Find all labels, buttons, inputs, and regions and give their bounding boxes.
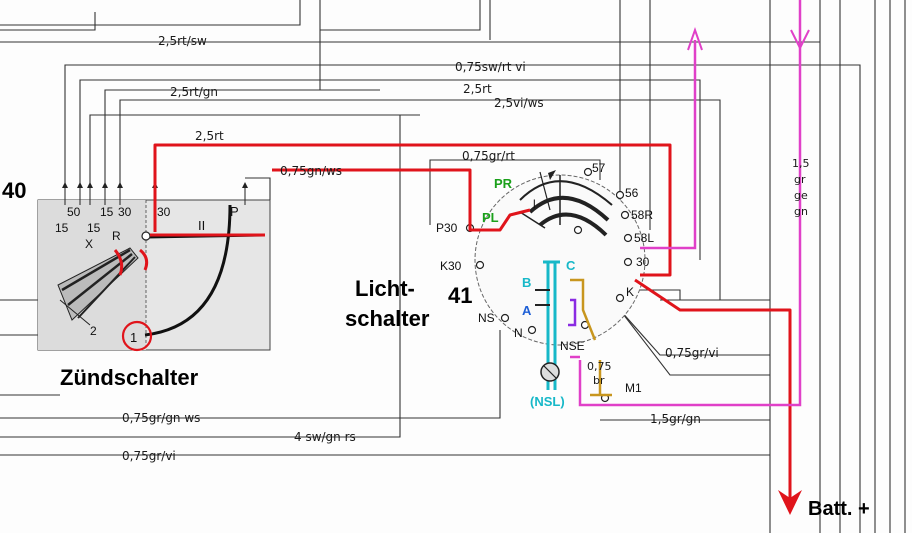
ls-A: A xyxy=(522,303,532,318)
red-circuit xyxy=(113,143,802,515)
ls-t57: 57 xyxy=(592,161,606,175)
ignition-pins xyxy=(64,177,271,205)
ls-tM1: M1 xyxy=(625,381,642,395)
battery-arrow xyxy=(778,490,802,515)
battery-label: Batt. + xyxy=(808,498,870,520)
ls-t58L: 58L xyxy=(634,231,654,245)
light-switch-name-1: Licht- xyxy=(355,276,415,301)
ls-tNSE: NSE xyxy=(560,339,585,353)
ls-tNS: NS xyxy=(478,311,495,325)
ign-t30b: 30 xyxy=(157,205,171,219)
wire-rt-gn xyxy=(104,89,380,185)
ls-PR: PR xyxy=(494,176,513,191)
light-switch-contacts xyxy=(519,170,613,237)
label-w10: 0,75gr/gn ws xyxy=(122,411,200,425)
label-w2: 0,75sw/rt vi xyxy=(455,60,526,74)
label-br-br: br xyxy=(593,374,605,387)
ign-t15a: 15 xyxy=(55,221,69,235)
wire-top-d xyxy=(89,114,420,185)
magenta-circuit xyxy=(570,0,810,407)
label-w1: 2,5rt/sw xyxy=(158,34,207,48)
ls-tN: N xyxy=(514,326,523,340)
magenta-arrow-down xyxy=(790,29,810,51)
ign-t15b: 15 xyxy=(87,221,101,235)
ignition-pivot xyxy=(141,231,151,241)
label-vert-gr: gr xyxy=(794,173,806,186)
label-w7: 0,75gn/ws xyxy=(280,164,342,178)
ls-t30: 30 xyxy=(636,255,650,269)
label-w13: 0,75gr/vi xyxy=(122,449,176,463)
wire-gr-rt xyxy=(429,159,601,225)
ignition-number: 40 xyxy=(2,178,26,203)
ign-tX: X xyxy=(85,237,93,251)
ign-t1: 1 xyxy=(130,330,137,345)
red-wire-25rt xyxy=(153,143,672,277)
ls-PL: PL xyxy=(482,210,499,225)
brown-wire xyxy=(570,278,597,341)
ignition-name: Zündschalter xyxy=(60,365,199,390)
wire-gr-gn-ws xyxy=(0,330,501,419)
component-titles: 40 Zündschalter 41 Licht- schalter Batt.… xyxy=(2,178,870,520)
wire-rt-sw xyxy=(0,0,301,26)
light-switch xyxy=(465,167,646,403)
wire-col-4 xyxy=(320,0,481,31)
red-wire-gn-ws xyxy=(272,168,531,232)
nsl-lamp-cross xyxy=(543,365,557,379)
wire-sw-gn-rs xyxy=(0,115,401,438)
ign-t15c: 15 xyxy=(100,205,114,219)
wire-rt-upper xyxy=(79,79,701,260)
ls-t58R: 58R xyxy=(631,208,653,222)
light-terminal-labels: 57 56 58R 58L 30 K P30 K30 NS N NSE M1 l… xyxy=(436,161,654,409)
label-w11: 1,5gr/gn xyxy=(650,412,701,426)
label-vert-gn: gn xyxy=(794,205,808,218)
ign-roman2: II xyxy=(198,218,205,233)
magenta-arrow-up xyxy=(687,26,703,51)
ign-t50: 50 xyxy=(67,205,81,219)
label-w8: 0,75gr/rt xyxy=(462,149,515,163)
label-w3: 2,5rt/gn xyxy=(170,85,218,99)
ls-C: C xyxy=(566,258,576,273)
label-br-075: 0,75 xyxy=(587,360,612,373)
terminal-1-highlight xyxy=(121,320,153,352)
light-switch-name-2: schalter xyxy=(345,306,430,331)
wire-labels: 2,5rt/sw 0,75sw/rt vi 2,5rt/gn 2,5rt 2,5… xyxy=(122,34,810,463)
wire-right-k xyxy=(620,289,770,301)
wire-gr-vi-right xyxy=(619,309,770,356)
ls-tP30: P30 xyxy=(436,221,458,235)
ignition-terminal-labels: 15 50 15 15 30 30 P X R 2 1 II xyxy=(55,204,239,345)
wire-gr-low2 xyxy=(619,309,770,376)
purple-wire xyxy=(568,298,577,327)
label-w5: 2,5vi/ws xyxy=(494,96,544,110)
ign-tR: R xyxy=(112,229,121,243)
magenta-wire-up xyxy=(640,40,697,250)
ls-tK30: K30 xyxy=(440,259,462,273)
label-w6: 2,5rt xyxy=(195,129,224,143)
label-vert-ge: ge xyxy=(794,189,808,202)
ignition-switch xyxy=(37,177,271,352)
ls-tK: K xyxy=(626,285,634,299)
ls-t56: 56 xyxy=(625,186,639,200)
red-wire-ign-arc xyxy=(139,248,149,271)
ign-tP: P xyxy=(230,204,239,219)
brown-wire-lower xyxy=(590,360,612,397)
ls-NSL: (NSL) xyxy=(530,394,565,409)
ign-t2: 2 xyxy=(90,324,97,338)
magenta-wire-down xyxy=(578,0,802,407)
red-wire-ign-arc2 xyxy=(113,249,124,276)
ignition-contact-arc xyxy=(144,204,232,337)
label-w4: 2,5rt xyxy=(463,82,492,96)
label-w12: 4 sw/gn rs xyxy=(294,430,356,444)
label-vert-15: 1,5 xyxy=(792,157,810,170)
red-wire-battery xyxy=(634,278,792,505)
ls-B: B xyxy=(522,275,531,290)
wire-top-b xyxy=(0,12,96,31)
light-switch-number: 41 xyxy=(448,283,472,308)
wire-sw-rt-vi xyxy=(64,64,861,533)
ls-tl: l xyxy=(533,197,536,211)
label-w9: 0,75gr/vi xyxy=(665,346,719,360)
ign-t30a: 30 xyxy=(118,205,132,219)
